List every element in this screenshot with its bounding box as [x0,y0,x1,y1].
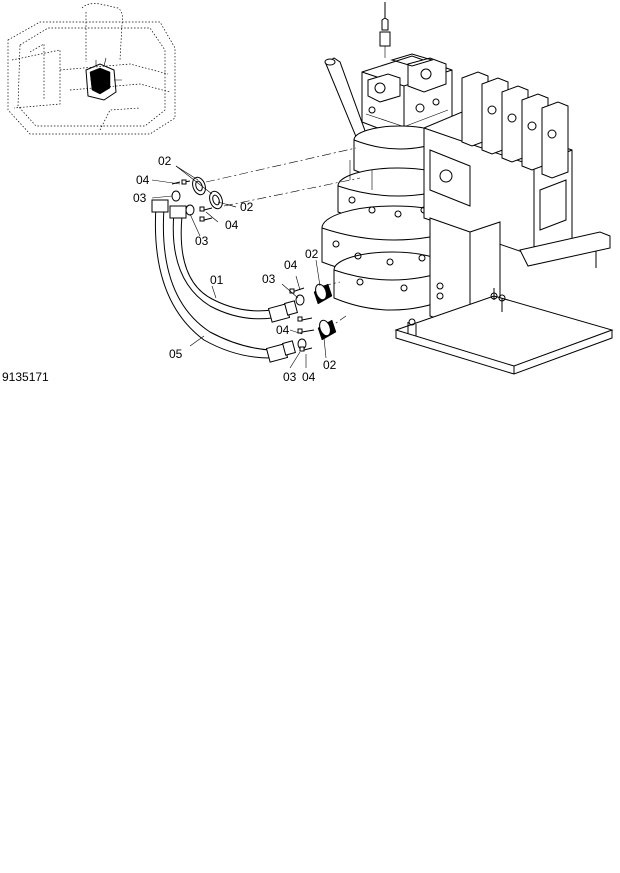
callout-04-bottom: 04 [302,370,316,384]
callout-01: 01 [210,273,224,287]
hose-01 [169,205,298,323]
callout-03-lower: 03 [262,272,276,286]
callout-03-upper-lower: 03 [195,234,209,248]
callout-02-bottom: 02 [323,358,337,372]
callout-leaders [151,165,327,369]
callout-05: 05 [169,347,183,361]
control-valve [394,71,614,375]
callout-04-upper-lower: 04 [225,218,239,232]
callout-03-bottom: 03 [283,370,297,384]
callout-02-upper-right: 02 [240,200,254,214]
swing-motor-head [361,53,453,139]
callout-04-upper: 04 [136,173,150,187]
lower-flange-set [289,283,337,352]
highlighted-swing-motor [85,63,117,101]
callout-labels: 02 04 03 02 03 04 01 04 02 03 04 05 03 0… [133,154,337,384]
hose-05 [151,199,296,363]
drawing-number: 9135171 [2,370,49,384]
machine-location-thumbnail [7,3,176,135]
callout-04-lower: 04 [284,258,298,272]
callout-04-lower-mid: 04 [276,323,290,337]
callout-02-lower: 02 [305,247,319,261]
pressure-sensor [379,2,391,58]
motor-pipe [324,57,373,157]
callout-02-upper: 02 [158,154,172,168]
callout-03-upper: 03 [133,191,147,205]
